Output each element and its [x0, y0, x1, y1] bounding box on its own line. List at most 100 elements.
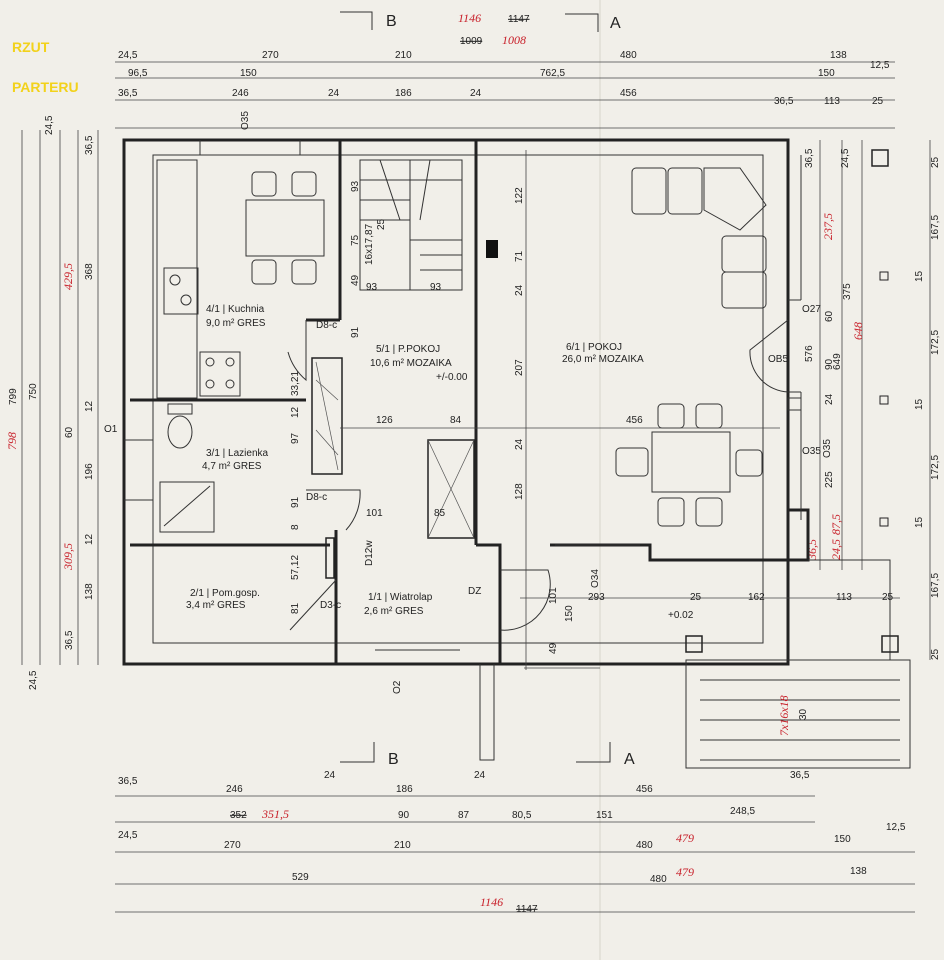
dim-293: 293 [588, 592, 605, 603]
inner-walls-hall [306, 140, 478, 545]
room-labels: 4/1 | Kuchnia 9,0 m² GRES 5/1 | P.POKOJ … [186, 304, 644, 617]
top-r2-d3: 762,5 [540, 68, 565, 79]
top-r2-d4: 150 [818, 68, 835, 79]
door-labels: D8-c D8-c D3-c D12w DZ [306, 320, 481, 611]
living-furniture [615, 167, 802, 527]
dim-8: 8 [290, 524, 301, 530]
window-o35-kitchen: O35 [240, 111, 251, 130]
bot-r2-d1-red: 351,5 [261, 807, 289, 821]
window-o1: O1 [104, 424, 118, 435]
bot-r4-d2-red: 479 [676, 865, 694, 879]
bot-r1-d6: 456 [636, 784, 653, 795]
right-r8: 15 [914, 398, 925, 410]
inner-walls-rooms [130, 398, 502, 664]
top-r3-d7: 36,5 [774, 96, 794, 107]
staircase: 16x17,87 25 [359, 159, 498, 291]
level-entry: +0.02 [668, 610, 694, 621]
section-markers-bottom: B A [340, 742, 635, 768]
top-r3-d9: 25 [872, 96, 884, 107]
bot-r2-d1-struck: 352 [230, 810, 247, 821]
top-r1-d3: 210 [395, 50, 412, 61]
dim-25a: 25 [690, 592, 702, 603]
chimney-flue [486, 240, 498, 258]
door-d12: D12w [364, 540, 375, 566]
dim-33: 33,21 [290, 371, 301, 396]
dim-207: 207 [514, 359, 525, 376]
top-r3-d1: 36,5 [118, 88, 138, 99]
dim-101b: 101 [548, 587, 559, 604]
bot-r1-d7: 36,5 [790, 770, 810, 781]
bot-r2-d2: 90 [398, 810, 410, 821]
dim-150: 150 [564, 605, 575, 622]
dim-25b: 25 [882, 592, 894, 603]
bot-r2-d5: 151 [596, 810, 613, 821]
bathroom-fixtures [159, 403, 215, 533]
top-r2-d2: 150 [240, 68, 257, 79]
dim-93a: 93 [366, 282, 378, 293]
utility-name: 2/1 | Pom.gosp. [190, 588, 260, 599]
left-l4: 368 [84, 263, 95, 280]
right-r19: 87,5 [829, 514, 843, 535]
section-b-top: B [386, 13, 397, 30]
window-openings [124, 140, 801, 651]
top-r1-d5: 138 [830, 50, 847, 61]
left-l2: 750 [28, 383, 39, 400]
bot-r4-d3: 138 [850, 866, 867, 877]
window-o35-inner: O35 [822, 439, 833, 458]
utility-area: 3,4 m² GRES [186, 600, 246, 611]
top-r3-d4: 186 [395, 88, 412, 99]
dim-12: 12 [290, 406, 301, 418]
bot-r3-d5: 150 [834, 834, 851, 845]
dim-93b: 93 [430, 282, 442, 293]
entrance-stairs [685, 659, 911, 769]
right-r9: 15 [914, 516, 925, 528]
top-r3-d3: 24 [328, 88, 340, 99]
dim-97: 97 [290, 432, 301, 444]
section-a-bottom: A [624, 751, 635, 768]
dim-57: 57,12 [290, 555, 301, 580]
column-block [427, 439, 475, 539]
door-d8-bath: D8-c [306, 492, 327, 503]
bot-r1-d5: 24 [474, 770, 486, 781]
bot-r4-d1: 529 [292, 872, 309, 883]
dim-24b: 24 [514, 438, 525, 450]
dim-71: 71 [514, 250, 525, 262]
right-r16: 60 [824, 310, 835, 322]
right-r18: 24 [824, 393, 835, 405]
hall-area: 10,6 m² MOZAIKA [370, 358, 452, 369]
right-r13: 237,5 [821, 213, 835, 240]
kitchen-furniture: O35 [156, 111, 325, 399]
right-r10: 649 [832, 353, 843, 370]
right-r5: 25 [930, 156, 941, 168]
dim-162: 162 [748, 592, 765, 603]
plan-title: RZUT PARTERU [12, 39, 79, 95]
right-r1: 167,5 [930, 215, 941, 240]
bot-r1-d2: 246 [226, 784, 243, 795]
right-r15: 225 [824, 471, 835, 488]
dim-91b: 91 [290, 496, 301, 508]
title-line-2: PARTERU [12, 79, 79, 95]
bot-r2-d6: 248,5 [730, 806, 755, 817]
chimney-block [311, 357, 343, 475]
top-r1-d4: 480 [620, 50, 637, 61]
living-area: 26,0 m² MOZAIKA [562, 354, 644, 365]
right-r2: 172,5 [930, 330, 941, 355]
bot-total-red: 1146 [480, 895, 503, 909]
bot-r1-d4: 186 [396, 784, 413, 795]
stair-spec: 16x17,87 [364, 223, 375, 265]
window-o2: O2 [392, 680, 403, 694]
top-r3-d6: 456 [620, 88, 637, 99]
left-dimension-lines: 798 799 750 429,5 368 309,5 196 138 60 1… [5, 115, 118, 690]
bot-r3-d1: 24,5 [118, 830, 138, 841]
left-l14: 36,5 [84, 135, 95, 155]
bot-r3-d4-struck: 480 [636, 840, 653, 851]
window-o27: O27 [802, 304, 821, 315]
right-r14: 576 [804, 345, 815, 362]
right-r12: 375 [842, 283, 853, 300]
dim-85: 85 [434, 508, 446, 519]
top-dimension-lines: 24,5 270 210 480 138 96,5 150 762,5 150 … [115, 50, 895, 129]
vestibule-area: 2,6 m² GRES [364, 606, 424, 617]
left-l8: 60 [64, 426, 75, 438]
